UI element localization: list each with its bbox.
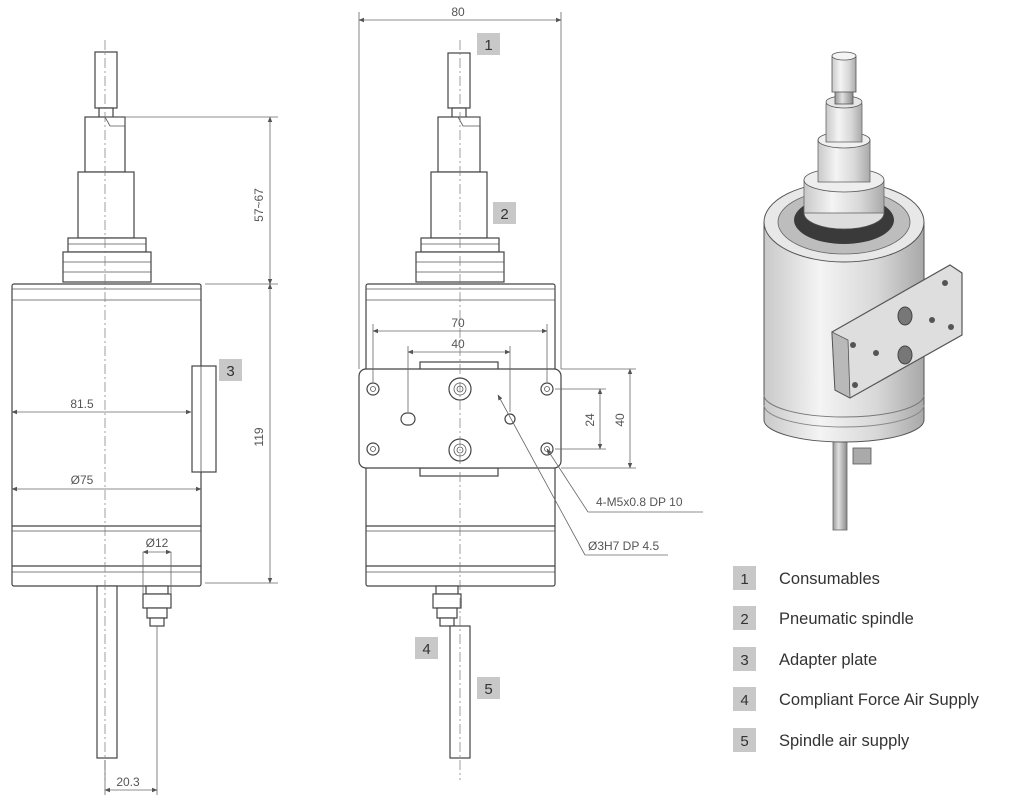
callout-3-badge (219, 359, 242, 381)
mounting-hole (366, 382, 380, 396)
isometric-render (763, 51, 963, 531)
legend-item: 5 Spindle air supply (733, 728, 910, 752)
callout-4-badge (415, 637, 438, 659)
legend-item: 1 Consumables (733, 566, 880, 590)
dim-port: Ø12 (146, 536, 169, 550)
legend-item: 2 Pneumatic spindle (733, 606, 914, 630)
thread-note: 4-M5x0.8 DP 10 (596, 495, 683, 509)
dim-overall-width: 80 (451, 5, 465, 19)
legend: 1 Consumables 2 Pneumatic spindle 3 Adap… (733, 566, 980, 752)
legend-label: Consumables (779, 570, 880, 588)
callout-2-badge (493, 202, 516, 224)
dim-hole-span: 70 (451, 316, 465, 330)
callout-4: 4 (422, 641, 430, 658)
callout-2: 2 (500, 206, 508, 223)
dim-height: 119 (252, 427, 266, 446)
legend-label: Pneumatic spindle (779, 610, 914, 628)
legend-label: Spindle air supply (779, 732, 910, 750)
callout-5: 5 (484, 681, 492, 698)
mounting-hole (366, 442, 380, 456)
callout-3: 3 (226, 363, 234, 380)
callout-5-badge (477, 677, 500, 699)
front-view (358, 40, 562, 780)
slot-hole (400, 412, 416, 426)
pin-hole (504, 413, 516, 425)
legend-number: 3 (740, 652, 748, 669)
pin-note: Ø3H7 DP 4.5 (588, 539, 659, 553)
side-view (11, 40, 217, 780)
legend-item: 3 Adapter plate (733, 647, 877, 671)
legend-number: 4 (740, 692, 748, 709)
dim-offset: 20.3 (116, 775, 140, 789)
mounting-hole (540, 382, 554, 396)
legend-number: 1 (740, 571, 748, 588)
dim-vertical-inner: 24 (583, 413, 597, 427)
dim-vertical-outer: 40 (613, 413, 627, 427)
legend-number: 2 (740, 611, 748, 628)
dim-stroke: 57~67 (252, 188, 266, 222)
legend-label: Compliant Force Air Supply (779, 691, 980, 709)
dim-diameter: Ø75 (71, 473, 94, 487)
legend-label: Adapter plate (779, 651, 877, 669)
legend-item: 4 Compliant Force Air Supply (733, 687, 980, 711)
dim-inner-span: 40 (451, 337, 465, 351)
legend-number: 5 (740, 733, 748, 750)
callout-1-badge (477, 33, 500, 55)
callout-1: 1 (484, 37, 492, 54)
dim-width: 81.5 (70, 397, 94, 411)
front-view-dimensions: 80 70 40 24 40 4-M5x0.8 DP 10 Ø3H7 DP 4.… (358, 5, 703, 556)
side-view-dimensions: 57~67 119 81.5 Ø75 Ø12 20.3 (11, 116, 278, 795)
